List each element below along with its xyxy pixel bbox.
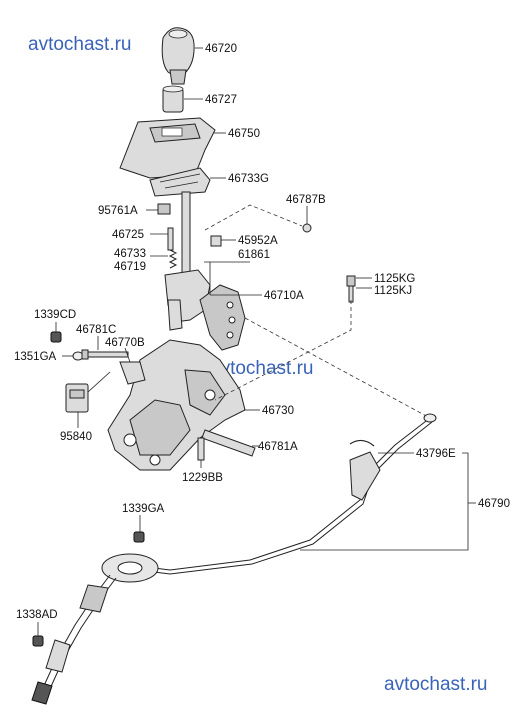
watermark-bottom: avtochast.ru bbox=[384, 674, 488, 695]
label-46733G: 46733G bbox=[228, 173, 269, 185]
watermark-middle: avtochast.ru bbox=[210, 358, 314, 379]
pin-46781A bbox=[201, 429, 256, 457]
nut-1339GA bbox=[133, 531, 145, 543]
bushing-45952A bbox=[210, 235, 222, 247]
label-1339CD: 1339CD bbox=[34, 309, 76, 321]
pin-46781C bbox=[81, 349, 129, 360]
label-46781A: 46781A bbox=[258, 441, 298, 453]
control-cable bbox=[31, 413, 437, 705]
label-43796E: 43796E bbox=[416, 448, 456, 460]
spring-46733 bbox=[168, 249, 178, 269]
label-1338AD: 1338AD bbox=[16, 609, 58, 621]
label-1125KJ: 1125KJ bbox=[374, 285, 412, 297]
clip-46787B bbox=[302, 223, 312, 233]
clip-95761A bbox=[157, 203, 171, 215]
label-46790: 46790 bbox=[478, 498, 510, 510]
label-46787B: 46787B bbox=[286, 194, 326, 206]
label-95761A: 95761A bbox=[98, 205, 138, 217]
lever-assembly bbox=[164, 269, 246, 351]
bracket-46770B bbox=[119, 361, 146, 385]
indicator-cover bbox=[119, 117, 216, 179]
label-46730: 46730 bbox=[262, 405, 294, 417]
label-46733: 46733 bbox=[114, 248, 146, 260]
label-46710A: 46710A bbox=[264, 290, 304, 302]
dash-line-46787B bbox=[204, 204, 303, 231]
label-1125KG: 1125KG bbox=[374, 273, 415, 285]
leader-46770B bbox=[124, 347, 131, 363]
switch-95840 bbox=[65, 371, 111, 413]
dash-line-cable-end bbox=[244, 317, 431, 419]
label-46750: 46750 bbox=[228, 128, 260, 140]
bolt-1229BB bbox=[197, 437, 205, 461]
label-46720: 46720 bbox=[205, 43, 237, 55]
label-1229BB: 1229BB bbox=[182, 472, 223, 484]
label-46719: 46719 bbox=[114, 261, 146, 273]
label-46781C: 46781C bbox=[76, 324, 116, 336]
leader-46790-bracket bbox=[300, 452, 469, 551]
shift-boot bbox=[162, 85, 184, 113]
label-1351GA: 1351GA bbox=[14, 351, 57, 363]
dash-line-1125KG bbox=[214, 300, 352, 401]
label-46725: 46725 bbox=[112, 229, 144, 241]
nut-1338AD bbox=[32, 635, 44, 647]
shift-knob bbox=[161, 27, 195, 85]
indicator-plate bbox=[149, 167, 211, 197]
bolt-1125KG bbox=[346, 275, 356, 303]
label-46770B: 46770B bbox=[105, 337, 145, 349]
pin-46725 bbox=[167, 227, 174, 251]
nut-1339CD bbox=[50, 331, 62, 343]
label-1339GA: 1339GA bbox=[122, 503, 165, 515]
label-95840: 95840 bbox=[60, 431, 92, 443]
watermark-top: avtochast.ru bbox=[28, 34, 132, 55]
label-45952A: 45952A bbox=[238, 235, 278, 247]
label-61861: 61861 bbox=[238, 249, 270, 261]
label-46727: 46727 bbox=[205, 94, 237, 106]
